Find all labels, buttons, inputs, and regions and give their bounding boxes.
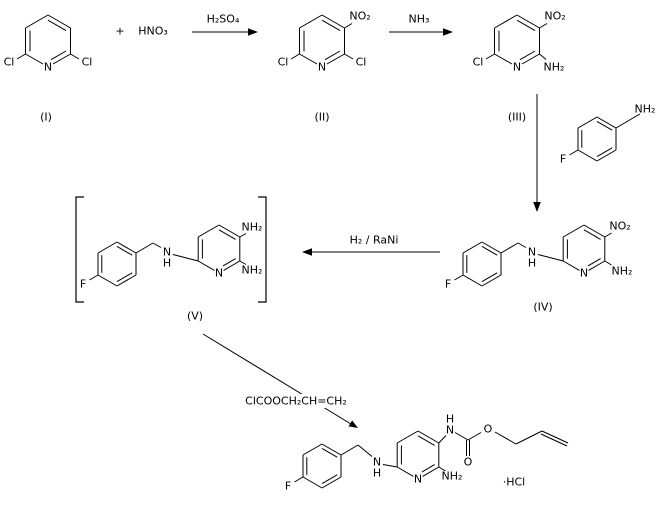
carbamate-nitrogen-atom: N bbox=[446, 424, 454, 437]
amino-group: NH₂ bbox=[612, 265, 633, 278]
carbamate-chain bbox=[438, 430, 569, 456]
amino-group: NH₂ bbox=[442, 470, 463, 483]
benzene-ring bbox=[569, 113, 641, 162]
hcl-salt-label: ·HCl bbox=[503, 476, 526, 489]
amino-group: NH₂ bbox=[242, 221, 263, 234]
fluorophenyl-ring bbox=[294, 443, 398, 489]
amine-hydrogen-atom: H bbox=[528, 257, 536, 270]
fluorine-atom: F bbox=[80, 278, 86, 291]
fluorine-atom: F bbox=[285, 480, 291, 493]
nitro-group: NO₂ bbox=[349, 10, 370, 23]
pyridine-ring bbox=[396, 430, 446, 477]
plus-sign: + bbox=[115, 25, 124, 38]
ring-nitrogen-atom: N bbox=[318, 61, 326, 74]
ester-oxygen-atom: O bbox=[484, 423, 493, 436]
nitro-group: NO₂ bbox=[544, 10, 565, 23]
fluorophenyl-ring bbox=[454, 241, 564, 287]
fluorophenyl-ring bbox=[89, 241, 199, 287]
fluorine-atom: F bbox=[560, 153, 566, 166]
amino-group: NH₂ bbox=[544, 61, 565, 74]
arrow-nitration bbox=[192, 28, 258, 36]
reagent-fluorobenzylamine: F NH₂ bbox=[560, 103, 656, 166]
reagent-label-backing bbox=[243, 394, 349, 408]
chlorine-atom: Cl bbox=[4, 56, 15, 69]
reagent-allyl-chloroformate: ClCOOCH₂CH=CH₂ bbox=[245, 395, 347, 408]
amine-nitrogen-atom: N bbox=[373, 456, 381, 469]
arrow-benzylamination bbox=[533, 94, 541, 212]
compound-iii: NO₂ N Cl NH₂ (III) bbox=[473, 10, 566, 124]
reagent-nh3: NH₃ bbox=[409, 13, 430, 26]
compound-label-i: (I) bbox=[40, 111, 52, 124]
compound-iv: F N H NO₂ N NH₂ (IV) bbox=[445, 220, 633, 314]
compound-label-ii: (II) bbox=[314, 111, 329, 124]
ring-nitrogen-atom: N bbox=[513, 61, 521, 74]
ring-nitrogen-atom: N bbox=[215, 267, 223, 280]
arrow-reduction bbox=[302, 248, 440, 256]
arrow-acylation bbox=[202, 333, 358, 428]
right-bracket bbox=[258, 196, 267, 303]
compound-v: F N H NH₂ N NH₂ (V) bbox=[75, 196, 267, 323]
reagent-hno3: HNO₃ bbox=[138, 25, 168, 38]
compound-label-v: (V) bbox=[187, 310, 203, 323]
pyridine-ring bbox=[197, 224, 247, 271]
amino-group: NH₂ bbox=[242, 264, 263, 277]
ring-nitrogen-atom: N bbox=[44, 61, 52, 74]
compound-i: N Cl Cl (I) bbox=[4, 14, 93, 124]
chlorine-atom: Cl bbox=[473, 56, 484, 69]
chlorine-atom: Cl bbox=[278, 56, 289, 69]
pyridine-ring bbox=[16, 14, 80, 65]
carbonyl-oxygen-atom: O bbox=[464, 456, 473, 469]
amine-hydrogen-atom: H bbox=[373, 467, 381, 480]
fluorine-atom: F bbox=[445, 278, 451, 291]
reagent-h2so4: H₂SO₄ bbox=[207, 13, 240, 26]
chlorine-atom: Cl bbox=[356, 56, 367, 69]
reagent-h2-rani: H₂ / RaNi bbox=[350, 234, 399, 247]
pyridine-ring bbox=[562, 224, 612, 271]
chlorine-atom: Cl bbox=[82, 56, 93, 69]
amine-nitrogen-atom: N bbox=[163, 246, 171, 259]
final-product: F N H N NH₂ H N O bbox=[285, 413, 569, 493]
amine-hydrogen-atom: H bbox=[163, 257, 171, 270]
pyridine-ring bbox=[485, 14, 548, 65]
ring-nitrogen-atom: N bbox=[414, 473, 422, 486]
nitro-group: NO₂ bbox=[609, 220, 630, 233]
arrow-amination bbox=[389, 28, 453, 36]
ring-nitrogen-atom: N bbox=[580, 267, 588, 280]
carbamate-hydrogen-atom: H bbox=[446, 413, 454, 426]
pyridine-ring bbox=[290, 14, 354, 65]
amine-nitrogen-atom: N bbox=[528, 246, 536, 259]
compound-ii: NO₂ N Cl Cl (II) bbox=[278, 10, 371, 124]
compound-label-iv: (IV) bbox=[533, 301, 552, 314]
left-bracket bbox=[75, 196, 84, 303]
compound-label-iii: (III) bbox=[508, 111, 526, 124]
amino-group: NH₂ bbox=[635, 103, 656, 116]
